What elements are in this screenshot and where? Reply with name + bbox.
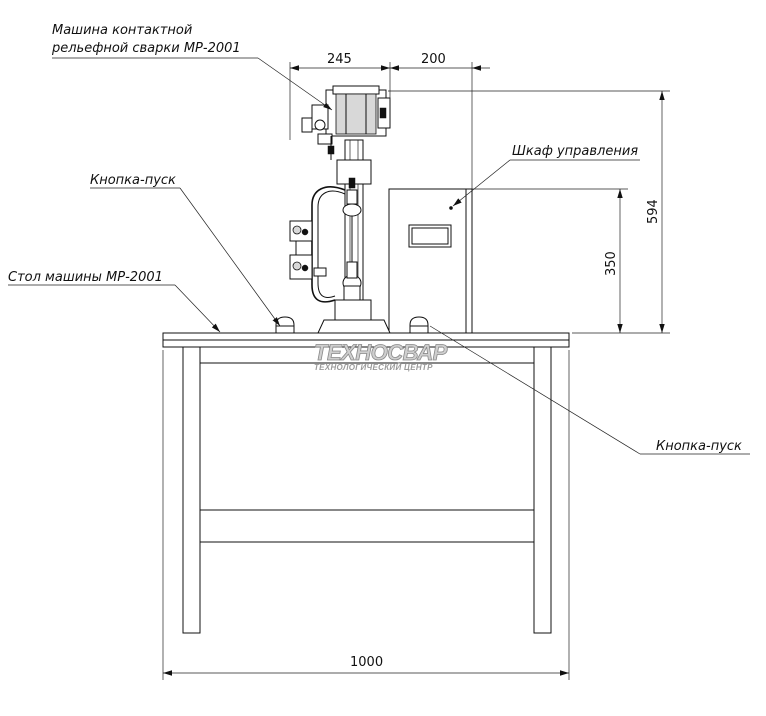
dim-245: 245 xyxy=(327,52,352,67)
watermark-subtitle: ТЕХНОЛОГИЧЕСКИЙ ЦЕНТР xyxy=(314,363,433,372)
dimension-lines xyxy=(162,62,670,680)
dim-1000: 1000 xyxy=(350,655,383,670)
leader-lines xyxy=(8,57,750,455)
welding-machine xyxy=(289,85,391,334)
table-label: Стол машины МР-2001 xyxy=(8,270,163,285)
dim-200: 200 xyxy=(421,52,446,67)
machine-label-line1: Машина контактной xyxy=(52,23,192,38)
control-cabinet-label: Шкаф управления xyxy=(512,144,638,159)
start-button-left-label: Кнопка-пуск xyxy=(90,173,176,188)
dim-350: 350 xyxy=(604,251,619,276)
machine-label-line2: рельефной сварки МР-2001 xyxy=(51,41,241,56)
machine-table xyxy=(162,332,570,634)
watermark-brand: ТЕХНОСВАР xyxy=(314,340,448,365)
control-cabinet xyxy=(388,188,473,334)
dim-594: 594 xyxy=(646,199,661,224)
start-button-left xyxy=(275,316,295,334)
start-button-right xyxy=(409,316,429,334)
start-button-right-label: Кнопка-пуск xyxy=(656,439,742,454)
